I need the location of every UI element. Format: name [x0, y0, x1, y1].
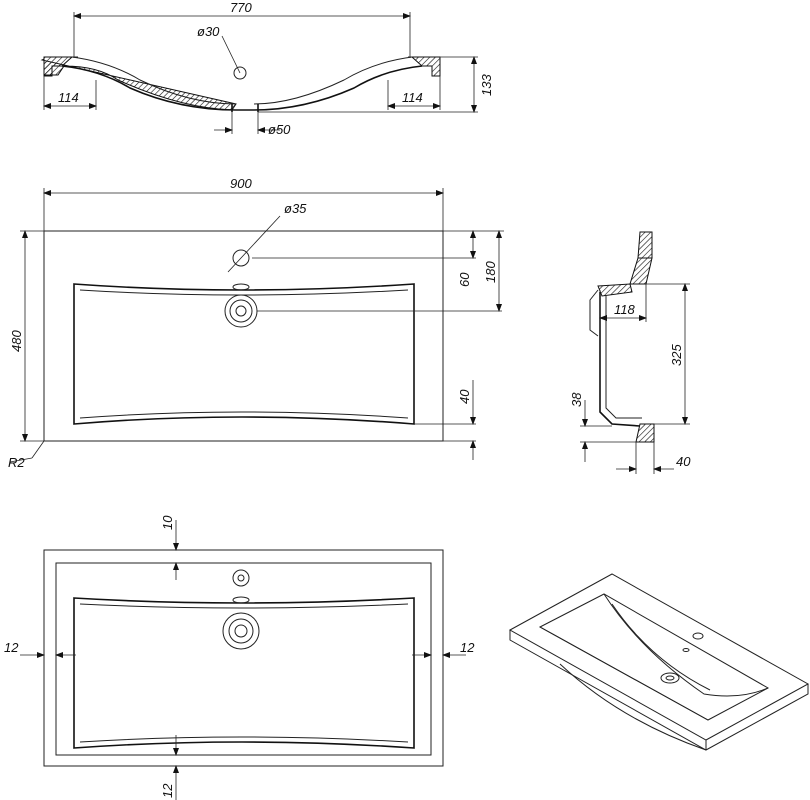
dim-overflow-diameter: ø30 [197, 24, 220, 39]
dim-118: 118 [614, 302, 635, 317]
dim-900: 900 [230, 176, 252, 191]
dim-40-front: 40 [457, 389, 472, 404]
dim-38: 38 [569, 392, 584, 407]
dim-front-margin: 12 [160, 783, 175, 798]
dim-right-margin: 12 [460, 640, 475, 655]
plan-view [9, 188, 504, 463]
underside-view [20, 520, 466, 800]
dim-180: 180 [483, 261, 498, 283]
top-section-view [40, 12, 478, 134]
dim-60: 60 [457, 272, 472, 287]
dim-height-133: 133 [479, 74, 494, 96]
side-section-view [580, 231, 690, 474]
dim-corner-radius: R2 [8, 455, 25, 470]
isometric-view [508, 573, 810, 751]
dim-480: 480 [9, 330, 24, 352]
dim-left-rim: 114 [58, 90, 79, 105]
dim-right-rim: 114 [402, 90, 423, 105]
dim-back-margin: 10 [160, 515, 175, 530]
dim-drain-diameter: ø50 [268, 122, 291, 137]
dim-tap-diameter: ø35 [284, 201, 307, 216]
dim-left-margin: 12 [4, 640, 19, 655]
dim-40-lip: 40 [676, 454, 691, 469]
dim-325: 325 [669, 344, 684, 366]
dim-770: 770 [230, 0, 252, 15]
